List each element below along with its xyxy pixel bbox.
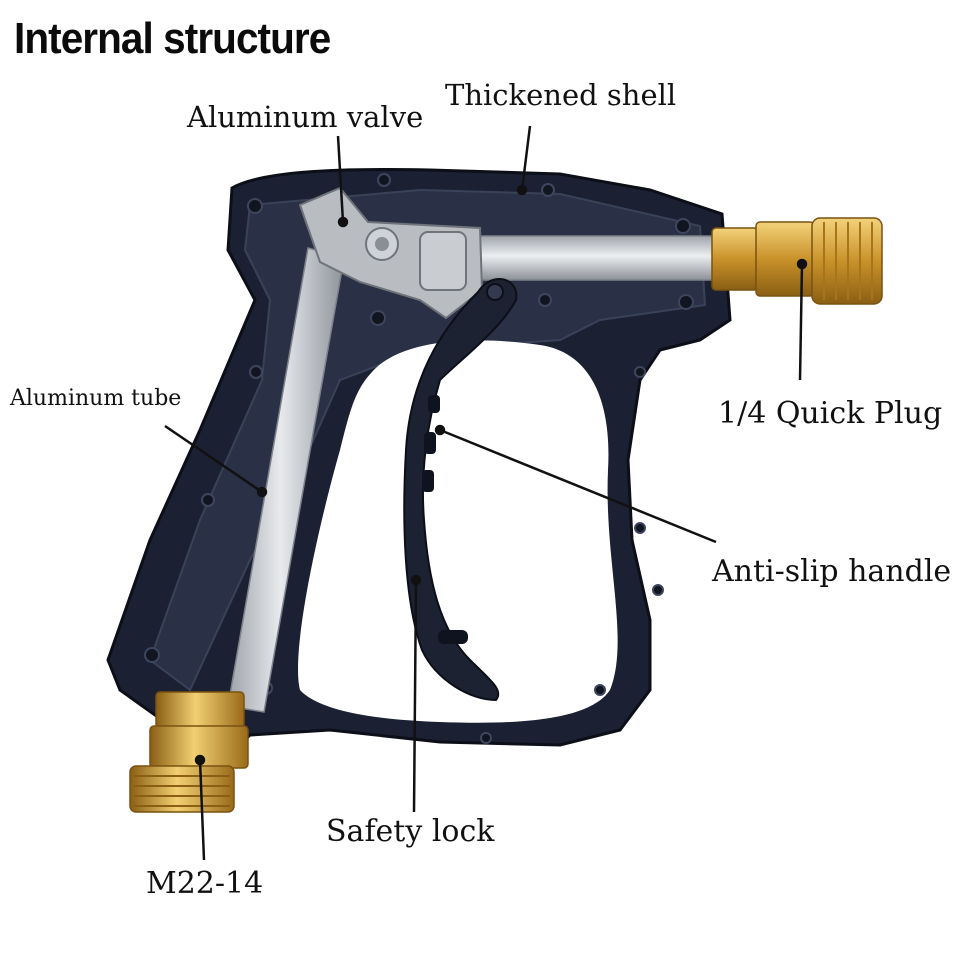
m22-fitting (129, 691, 249, 813)
anti-slip-handle (403, 278, 518, 702)
quick-plug (711, 217, 883, 305)
label-quick-plug: 1/4 Quick Plug (718, 396, 943, 431)
label-aluminum-valve: Aluminum valve (187, 100, 424, 134)
label-thickened-shell: Thickened shell (445, 78, 677, 112)
leader-lines (164, 125, 808, 861)
page-title: Internal structure (14, 14, 331, 63)
label-safety-lock: Safety lock (326, 814, 495, 849)
label-aluminum-tube: Aluminum tube (10, 386, 182, 411)
label-m22: M22-14 (146, 866, 264, 901)
horizontal-tube (479, 235, 721, 281)
label-anti-slip-handle: Anti-slip handle (712, 554, 952, 589)
